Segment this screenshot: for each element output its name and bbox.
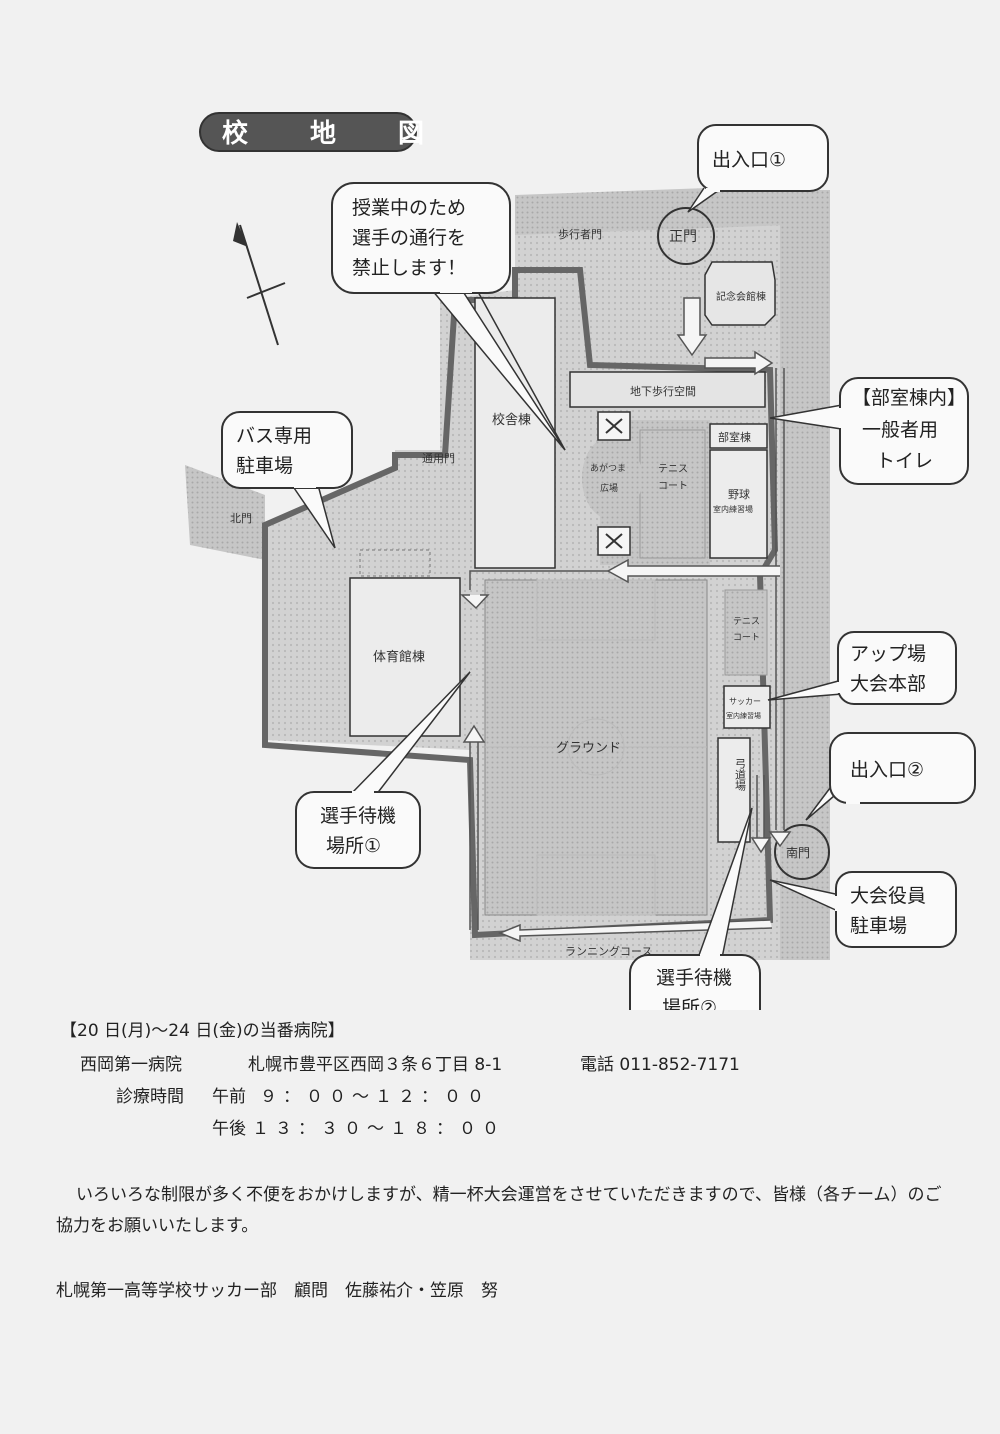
callout-warmup: アップ場 大会本部 [767,631,957,705]
clubroom-building: 部室棟 [709,423,768,449]
callout-wait-1: 選手待機 場所① [295,671,471,869]
svg-text:地下歩行空間: 地下歩行空間 [630,384,696,398]
ground-field: グラウンド [484,579,708,916]
svg-text:選手待機: 選手待機 [656,967,732,989]
south-gate: 南門 [774,824,830,880]
svg-text:【部室棟内】: 【部室棟内】 [852,387,966,409]
svg-text:コート: コート [658,481,688,492]
main-gate: 正門 [657,207,715,265]
svg-text:広場: 広場 [600,482,618,494]
callout-wait-2: 選手待機 場所② [629,807,761,1010]
svg-text:バス専用: バス専用 [236,425,312,447]
hours-label: 診療時間 [116,1087,184,1107]
kinen-hall: 記念会館棟 [704,261,776,326]
svg-text:テニス: テニス [658,464,688,475]
north-gate-label: 北門 [230,512,252,525]
svg-text:場所②: 場所② [662,997,717,1010]
callout-no-pass: 授業中のため 選手の通行を 禁止します！ [331,182,566,451]
svg-text:正門: 正門 [669,229,697,245]
svg-text:部室棟: 部室棟 [718,430,751,444]
svg-text:場所①: 場所① [326,835,381,857]
running-course-label: ランニングコース [565,944,652,958]
map-title-text: 校 地 図 [222,118,442,149]
pm-label: 午後 [212,1119,246,1139]
svg-text:トイレ: トイレ [876,450,933,472]
agatsuma-plaza: あがつま 広場 [582,436,642,520]
svg-text:大会役員: 大会役員 [850,885,926,907]
am-hours: ９：００～１２：００ [260,1087,490,1107]
am-label: 午前 [212,1087,246,1107]
svg-text:出入口②: 出入口② [850,759,924,781]
svg-text:禁止します！: 禁止します！ [352,257,466,279]
blocked-mark-1 [597,411,631,441]
hospital-address: 札幌市豊平区西岡３条６丁目 8-1 [248,1055,503,1075]
svg-text:駐車場: 駐車場 [236,455,293,477]
soccer-indoor-building: サッカー 室内練習場 [723,685,771,729]
hospital-name: 西岡第一病院 [80,1055,182,1075]
notice-paragraph: いろいろな制限が多く不便をおかけしますが、精一杯大会運営をさせていただきますので… [56,1185,942,1236]
svg-text:南門: 南門 [786,845,810,860]
svg-text:弓道場: 弓道場 [734,758,747,792]
campus-map: 校 地 図 地下歩行空間 校舎棟 記念会館棟 部室棟 野球 [185,112,976,1010]
callout-toilet: 【部室棟内】 一般者用 トイレ [769,377,969,485]
svg-text:体育館棟: 体育館棟 [373,649,425,665]
svg-text:室内練習場: 室内練習場 [713,504,753,514]
svg-text:野球: 野球 [728,487,750,501]
route-arrows [460,297,792,943]
walk-gate-label: 歩行者門 [558,227,602,241]
baseball-indoor-building: 野球 室内練習場 [709,449,768,559]
gym-building: 体育館棟 [349,549,461,737]
callout-exit-2: 出入口② [805,732,976,821]
blocked-mark-2 [597,526,631,556]
svg-text:テニス: テニス [733,616,760,627]
svg-text:選手の通行を: 選手の通行を [352,227,466,249]
callout-bus-parking: バス専用 駐車場 [221,411,353,549]
svg-text:あがつま: あがつま [590,462,626,474]
underground-walkway: 地下歩行空間 [569,371,766,408]
svg-text:記念会館棟: 記念会館棟 [716,290,766,303]
hospital-phone: 電話 011-852-7171 [580,1055,740,1075]
svg-text:大会本部: 大会本部 [850,673,926,695]
svg-text:グラウンド: グラウンド [556,741,621,756]
signature: 札幌第一高等学校サッカー部 顧問 佐藤祐介・笠原 努 [56,1281,498,1301]
tennis-court-1: テニス コート [639,429,706,559]
svg-text:出入口①: 出入口① [712,149,786,171]
boundary-line [262,267,779,939]
commute-gate-label: 通用門 [422,452,455,465]
north-arrow-icon [233,222,286,346]
svg-text:授業中のため: 授業中のため [352,197,466,219]
svg-text:駐車場: 駐車場 [850,915,907,937]
svg-text:選手待機: 選手待機 [320,805,396,827]
svg-text:コート: コート [733,633,760,643]
tennis-court-2: テニス コート [724,589,768,676]
archery-building: 弓道場 [717,737,751,843]
pm-hours: １３：３０～１８：００ [252,1119,505,1139]
svg-text:室内練習場: 室内練習場 [726,711,761,720]
callout-exit-1: 出入口① [687,124,829,213]
svg-text:校舎棟: 校舎棟 [492,412,531,428]
callout-officials-parking: 大会役員 駐車場 [769,871,957,948]
svg-text:アップ場: アップ場 [850,643,926,665]
svg-text:サッカー: サッカー [729,697,761,706]
hospital-header: 【20 日(月)～24 日(金)の当番病院】 [60,1021,345,1041]
map-title: 校 地 図 [199,112,442,152]
svg-text:一般者用: 一般者用 [862,419,938,441]
